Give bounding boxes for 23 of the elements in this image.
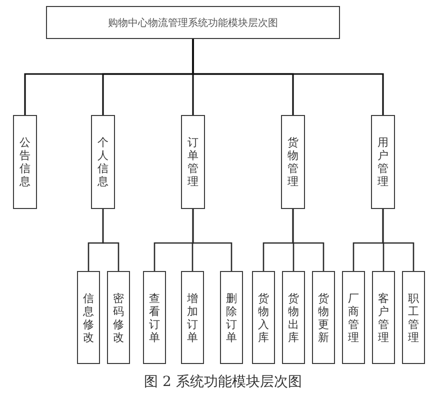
module-box: 查看订单 xyxy=(143,271,166,364)
title-box: 购物中心物流管理系统功能模块层次图 xyxy=(46,6,340,39)
connector-line xyxy=(192,209,232,271)
connector-line xyxy=(382,209,414,271)
module-box: 货物管理 xyxy=(281,115,305,209)
module-box: 个人信息 xyxy=(91,115,115,209)
module-box: 删除订单 xyxy=(220,271,243,364)
module-box: 密码修改 xyxy=(107,271,130,364)
connector-line xyxy=(102,209,120,271)
module-box: 厂商管理 xyxy=(342,271,365,364)
module-box: 用户管理 xyxy=(371,115,395,209)
module-box: 订单管理 xyxy=(181,115,205,209)
module-box: 货物更新 xyxy=(312,271,335,364)
connector-line xyxy=(292,209,324,271)
module-box: 信息修改 xyxy=(77,271,100,364)
module-box: 客户管理 xyxy=(372,271,395,364)
module-box: 货物出库 xyxy=(282,271,305,364)
module-box: 增加订单 xyxy=(181,271,204,364)
module-box: 公告信息 xyxy=(13,115,37,209)
module-box: 货物入库 xyxy=(252,271,275,364)
module-box: 职工管理 xyxy=(402,271,425,364)
connector-line xyxy=(192,39,384,115)
caption: 图 2 系统功能模块层次图 xyxy=(143,373,303,391)
